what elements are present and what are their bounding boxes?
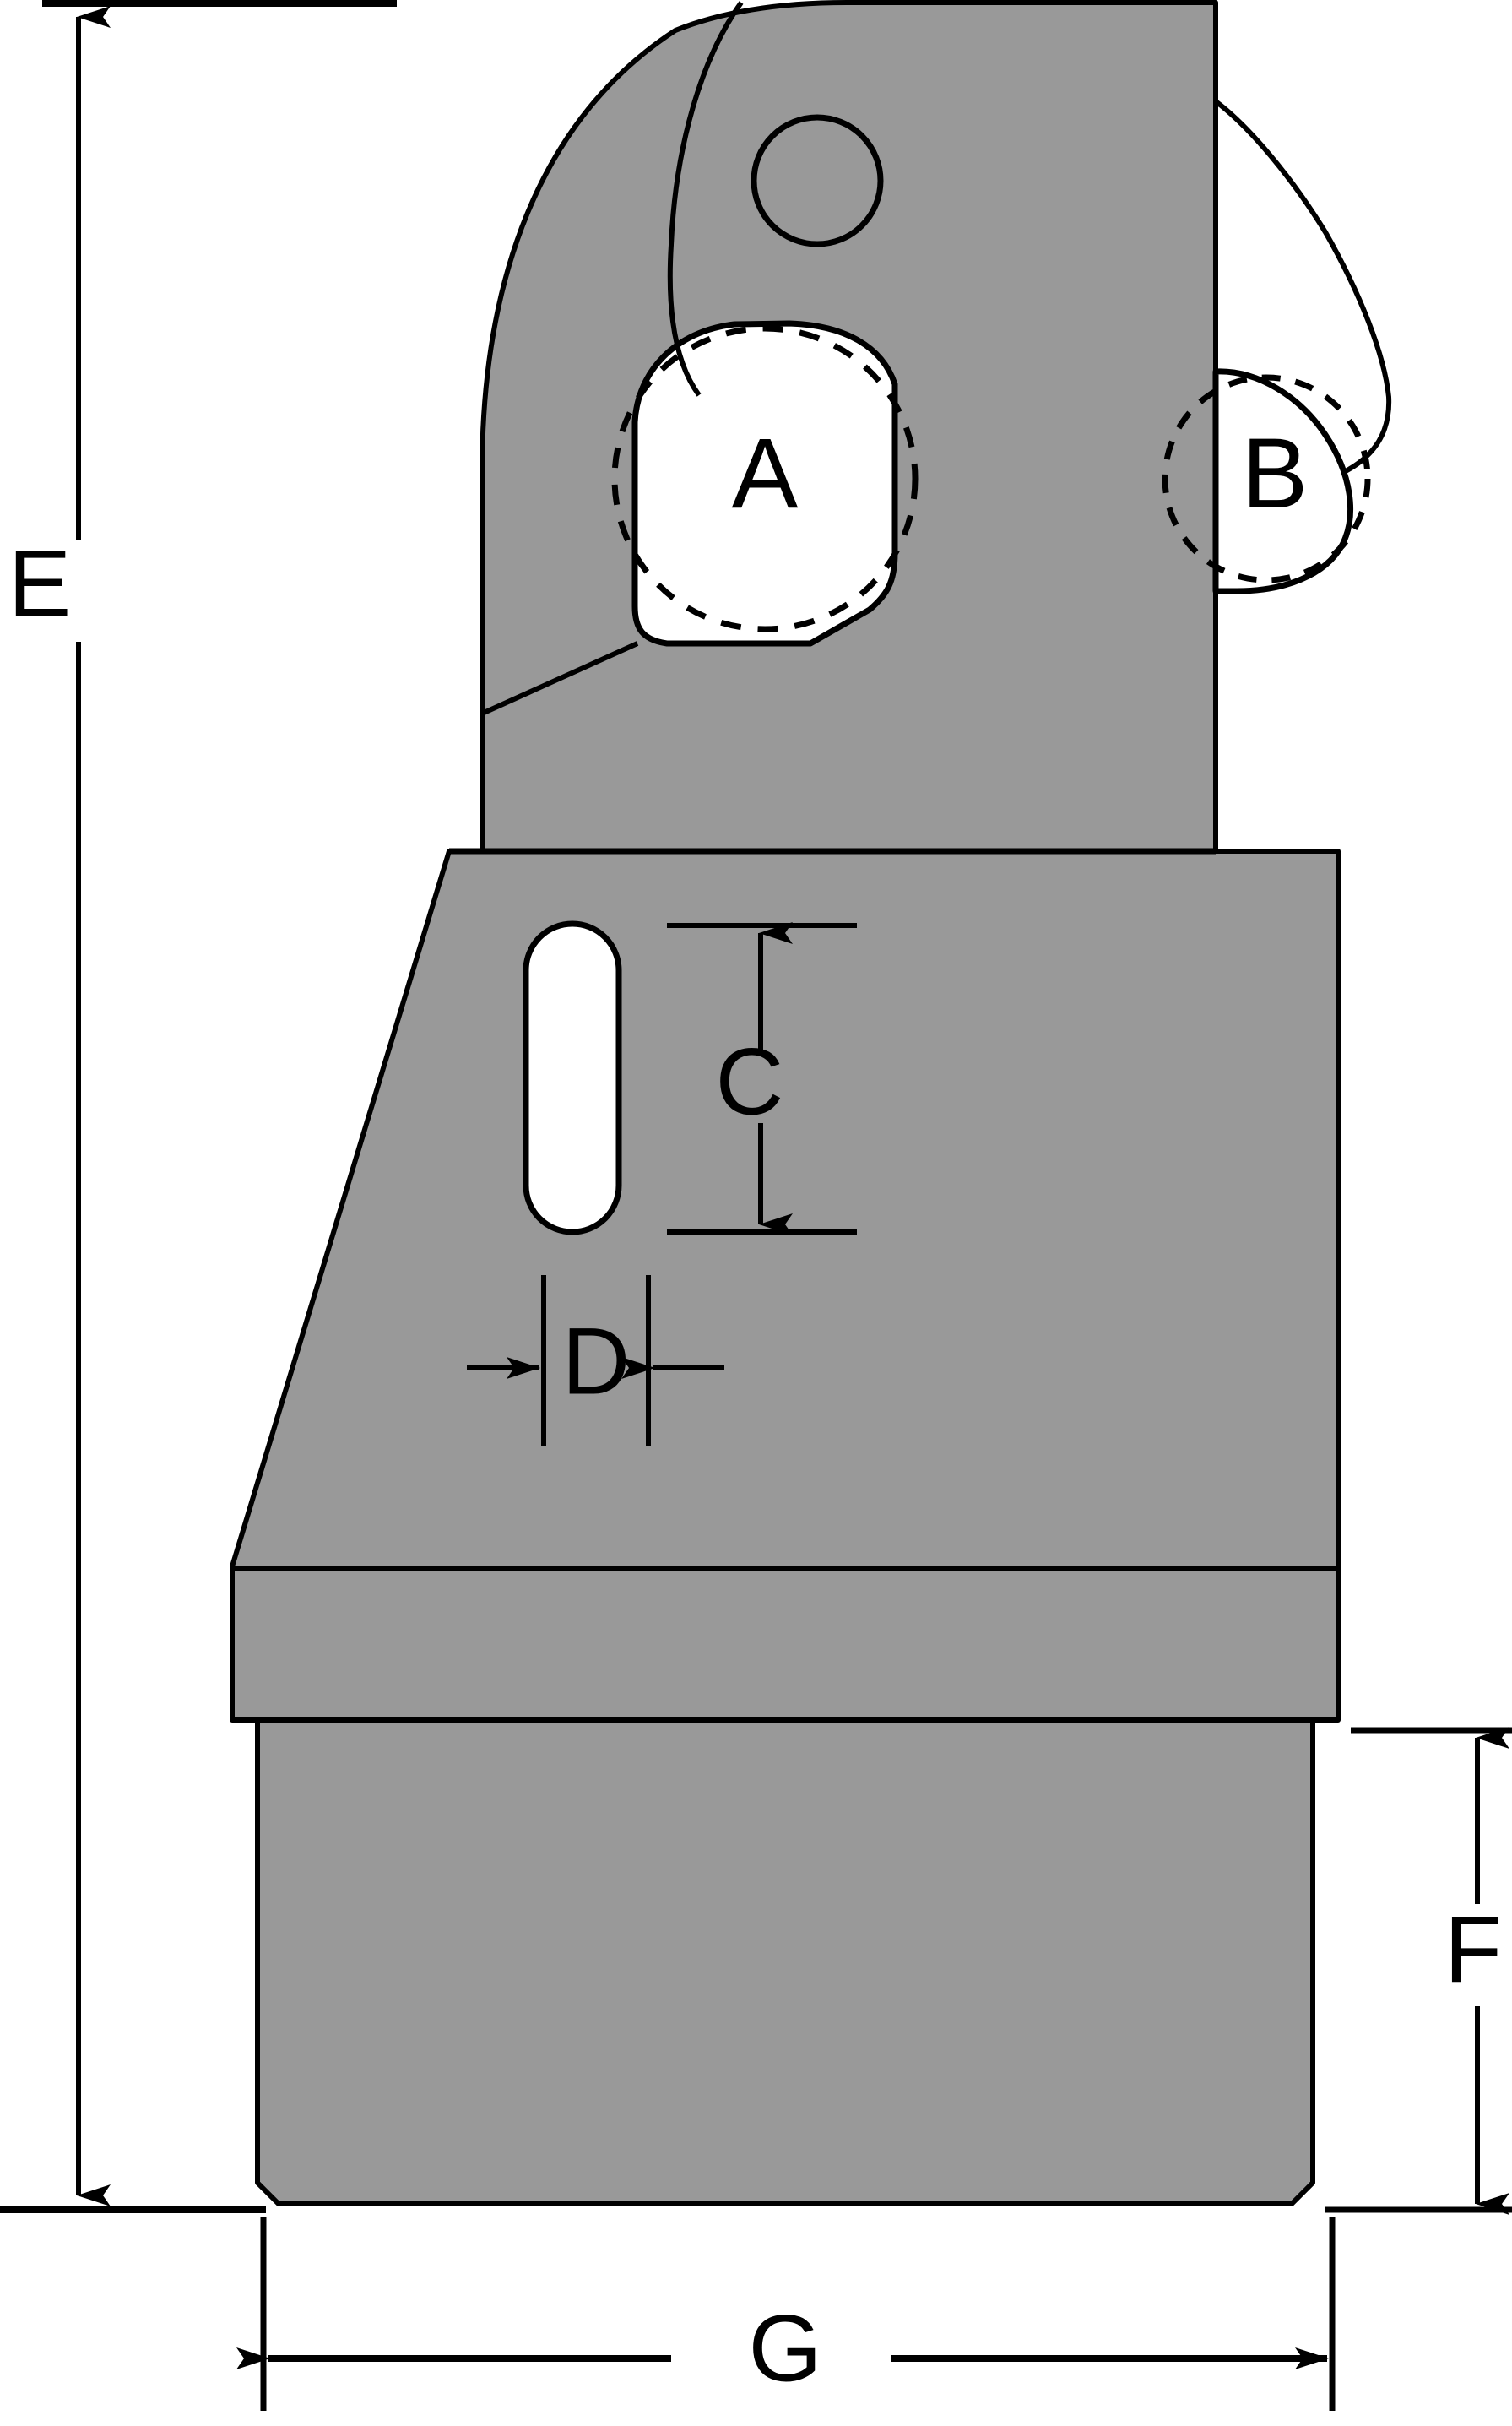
hole-A-bore-dashed [611, 325, 919, 632]
part-outline-silhouette [230, 0, 1341, 2206]
internal-diagonal-edge [480, 641, 639, 716]
upper-profile-arc-line [667, 1, 744, 397]
hole-label-B: B [1242, 418, 1309, 529]
dim-D-label: D [562, 1309, 631, 1414]
hole-B-opening [1212, 368, 1353, 594]
dim-F-label: F [1444, 1897, 1502, 2003]
hole-label-A: A [732, 418, 799, 529]
dimension-D: D [467, 1275, 724, 1446]
part-body-group [230, 0, 1392, 2206]
dimension-F: F [1325, 1727, 1512, 2215]
dimension-E: E [0, 0, 397, 2213]
dimension-C: C [667, 922, 857, 1235]
dim-E-label: E [8, 531, 72, 637]
dim-G-label: G [748, 2296, 821, 2402]
hole-A-opening [631, 320, 898, 647]
hole-B-bore-dashed [1162, 374, 1371, 583]
dim-C-label: C [716, 1029, 784, 1135]
dimension-G: G [236, 2217, 1336, 2411]
top-boss-circle-icon [751, 114, 884, 247]
oblong-slot-feature [523, 920, 622, 1235]
